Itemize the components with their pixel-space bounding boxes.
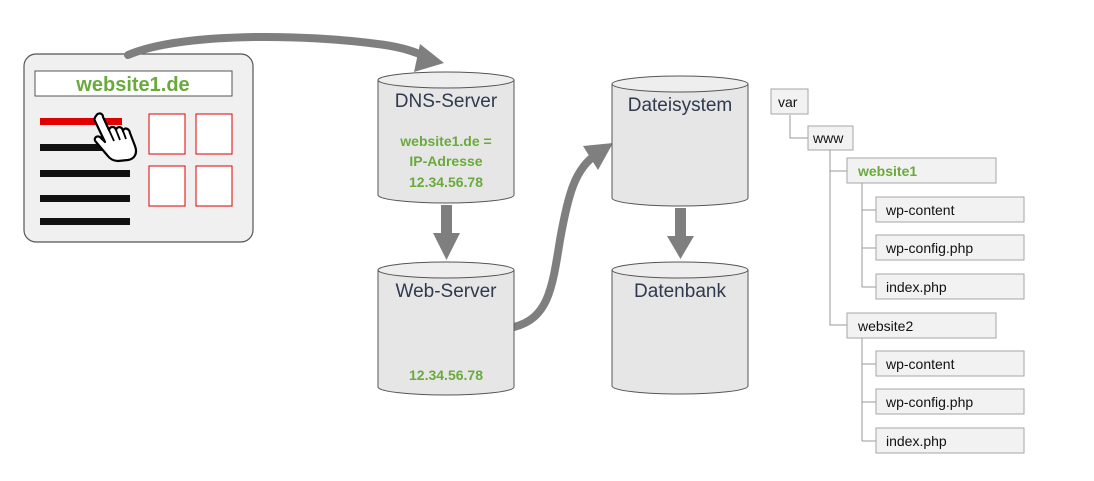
tree-node-website1-wp-config[interactable]: wp-config.php — [875, 234, 1025, 261]
image-placeholder — [148, 165, 186, 207]
database-title: Datenbank — [634, 281, 726, 302]
dns-server-title: DNS-Server — [395, 91, 498, 112]
highlighted-link-line[interactable] — [40, 118, 122, 125]
tree-label-wp-content: wp-content — [885, 202, 955, 218]
tree-node-website2-wp-content[interactable]: wp-content — [875, 350, 1025, 377]
tree-node-website2-wp-config[interactable]: wp-config.php — [875, 388, 1025, 415]
url-bar[interactable] — [34, 70, 233, 97]
tree-node-www[interactable]: www — [807, 125, 854, 151]
directory-tree — [789, 115, 876, 442]
arrow-browser-to-dns — [124, 32, 430, 61]
web-server-ip: 12.34.56.78 — [409, 367, 483, 383]
tree-label-website2: website2 — [857, 318, 913, 334]
text-line — [40, 170, 130, 177]
tree-label-www: www — [812, 130, 844, 146]
arrow-webserver-to-filesystem — [510, 150, 601, 331]
text-line — [40, 195, 130, 202]
arrow-webserver-to-filesystem-head — [583, 143, 613, 170]
tree-node-var[interactable]: var — [770, 88, 809, 115]
text-line — [40, 218, 130, 225]
web-server-title: Web-Server — [395, 281, 497, 302]
dns-mapping-line1: website1.de = — [399, 133, 491, 149]
image-placeholder — [148, 113, 186, 155]
filesystem-title: Dateisystem — [628, 95, 733, 116]
tree-label-index: index.php — [886, 279, 947, 295]
text-line — [40, 144, 130, 151]
tree-label-wp-config: wp-config.php — [885, 240, 973, 256]
image-placeholder — [195, 113, 233, 155]
web-server-cylinder: Web-Server 12.34.56.78 — [377, 261, 515, 396]
url-text: website1.de — [75, 74, 189, 96]
tree-label-website1: website1 — [857, 163, 917, 179]
database-cylinder: Datenbank — [611, 261, 749, 395]
tree-node-website1-wp-content[interactable]: wp-content — [875, 196, 1025, 223]
tree-node-website2-index[interactable]: index.php — [875, 427, 1025, 454]
tree-label-wp-config: wp-config.php — [885, 394, 973, 410]
tree-node-website1-index[interactable]: index.php — [875, 273, 1025, 300]
dns-mapping-line2: IP-Adresse — [409, 153, 482, 169]
tree-node-website2[interactable]: website2 — [846, 312, 997, 339]
dns-server-cylinder: DNS-Server website1.de = IP-Adresse 12.3… — [377, 71, 515, 204]
tree-node-website1[interactable]: website1 — [846, 157, 997, 184]
filesystem-cylinder: Dateisystem — [611, 75, 749, 207]
browser-window: website1.de — [23, 53, 254, 243]
tree-label-var: var — [778, 94, 798, 110]
tree-label-wp-content: wp-content — [885, 356, 955, 372]
image-placeholder — [195, 165, 233, 207]
arrow-dns-to-webserver — [433, 205, 460, 260]
tree-label-index: index.php — [886, 433, 947, 449]
arrow-filesystem-to-database — [667, 208, 694, 259]
arrow-browser-to-dns-head — [414, 44, 444, 72]
dns-mapping-line3: 12.34.56.78 — [409, 174, 483, 190]
hand-pointer-icon — [93, 112, 138, 163]
